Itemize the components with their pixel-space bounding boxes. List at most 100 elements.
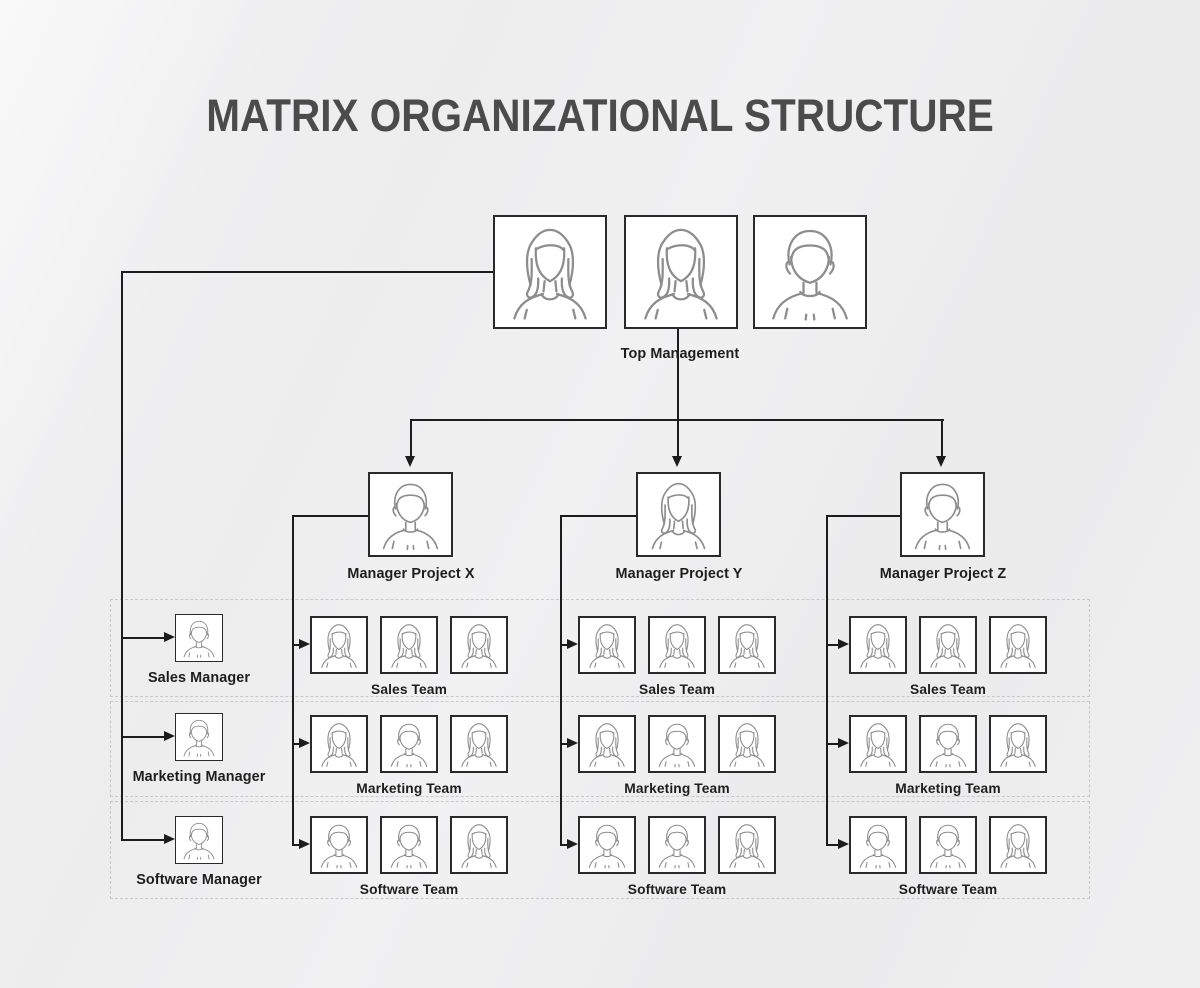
team-member-box <box>578 816 636 874</box>
top-management-member-box <box>753 215 867 329</box>
top-management-member-box <box>624 215 738 329</box>
person-portrait-icon <box>852 619 904 671</box>
team-member-box <box>919 816 977 874</box>
team-member-box <box>648 616 706 674</box>
team-member-box <box>578 715 636 773</box>
team-member-box <box>718 816 776 874</box>
person-portrait-icon <box>383 619 435 671</box>
arrowhead-icon <box>567 738 578 748</box>
person-portrait-icon <box>721 718 773 770</box>
team-label: Marketing Team <box>895 781 1001 796</box>
connector-line <box>560 644 569 646</box>
person-portrait-icon <box>313 819 365 871</box>
arrowhead-icon <box>936 456 946 467</box>
person-portrait-icon <box>313 619 365 671</box>
person-portrait-icon <box>756 218 864 326</box>
team-member-box <box>849 816 907 874</box>
team-member-box <box>648 715 706 773</box>
team-member-box <box>380 616 438 674</box>
person-portrait-icon <box>922 619 974 671</box>
connector-line <box>560 844 569 846</box>
person-portrait-icon <box>651 819 703 871</box>
connector-line <box>292 644 301 646</box>
team-member-box <box>380 816 438 874</box>
team-member-box <box>919 616 977 674</box>
team-member-box <box>989 616 1047 674</box>
team-member-box <box>989 816 1047 874</box>
connector-line <box>941 419 943 456</box>
team-member-box <box>450 715 508 773</box>
team-label: Sales Team <box>910 682 986 697</box>
person-portrait-icon <box>639 475 718 554</box>
person-portrait-icon <box>992 819 1044 871</box>
connector-line <box>826 515 828 846</box>
connector-line <box>410 419 944 421</box>
top-management-label: Top Management <box>620 346 740 362</box>
team-member-box <box>450 816 508 874</box>
connector-line <box>826 743 839 745</box>
project-manager-box <box>636 472 721 557</box>
arrowhead-icon <box>838 738 849 748</box>
connector-line <box>560 743 569 745</box>
team-member-box <box>578 616 636 674</box>
team-label: Marketing Team <box>624 781 730 796</box>
connector-line <box>410 419 412 456</box>
team-member-box <box>450 616 508 674</box>
arrowhead-icon <box>838 839 849 849</box>
connector-line <box>826 644 839 646</box>
person-portrait-icon <box>453 819 505 871</box>
project-manager-label: Manager Project Z <box>879 566 1007 582</box>
person-portrait-icon <box>383 819 435 871</box>
arrowhead-icon <box>567 839 578 849</box>
connector-line <box>560 515 637 517</box>
arrowhead-icon <box>838 639 849 649</box>
person-portrait-icon <box>721 619 773 671</box>
team-member-box <box>310 616 368 674</box>
team-label: Software Team <box>898 882 998 897</box>
team-member-box <box>648 816 706 874</box>
person-portrait-icon <box>903 475 982 554</box>
person-portrait-icon <box>852 819 904 871</box>
team-member-box <box>310 816 368 874</box>
functional-manager-label: Software Manager <box>136 872 262 888</box>
connector-line <box>292 515 294 846</box>
functional-band-software <box>110 801 1090 899</box>
arrowhead-icon <box>405 456 415 467</box>
connector-line <box>292 515 369 517</box>
person-portrait-icon <box>992 619 1044 671</box>
connector-line <box>121 736 165 738</box>
connector-line <box>826 844 839 846</box>
arrowhead-icon <box>567 639 578 649</box>
person-portrait-icon <box>177 715 221 759</box>
arrowhead-icon <box>164 731 175 741</box>
person-portrait-icon <box>496 218 604 326</box>
functional-band-marketing <box>110 701 1090 797</box>
arrowhead-icon <box>672 456 682 467</box>
connector-line <box>121 637 165 639</box>
team-member-box <box>718 616 776 674</box>
person-portrait-icon <box>721 819 773 871</box>
connector-line <box>560 515 562 846</box>
project-manager-label: Manager Project X <box>347 566 475 582</box>
functional-manager-box <box>175 614 223 662</box>
connector-line <box>826 515 901 517</box>
functional-manager-box <box>175 816 223 864</box>
team-member-box <box>989 715 1047 773</box>
team-member-box <box>849 616 907 674</box>
team-member-box <box>919 715 977 773</box>
page-title: MATRIX ORGANIZATIONAL STRUCTURE <box>206 90 994 141</box>
functional-manager-label: Sales Manager <box>147 670 251 686</box>
arrowhead-icon <box>164 632 175 642</box>
connector-line <box>292 844 301 846</box>
project-manager-box <box>368 472 453 557</box>
team-member-box <box>849 715 907 773</box>
person-portrait-icon <box>453 718 505 770</box>
team-member-box <box>718 715 776 773</box>
person-portrait-icon <box>453 619 505 671</box>
connector-line <box>292 743 301 745</box>
project-manager-label: Manager Project Y <box>615 566 743 582</box>
arrowhead-icon <box>299 839 310 849</box>
person-portrait-icon <box>651 619 703 671</box>
person-portrait-icon <box>581 619 633 671</box>
